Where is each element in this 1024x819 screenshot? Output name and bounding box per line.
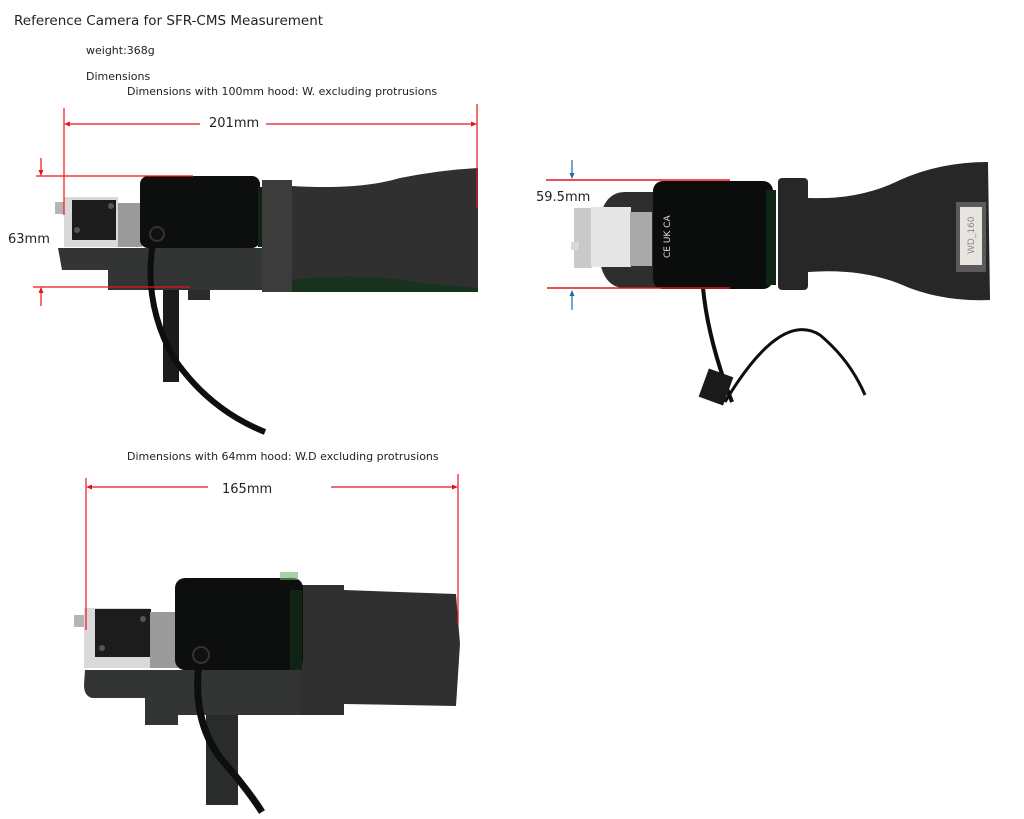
hood-label-text: WD_160 bbox=[967, 216, 977, 254]
camera-top-photo: CE UK CA WD_160 bbox=[546, 160, 990, 406]
caption-64mm-hood: Dimensions with 64mm hood: W.D excluding… bbox=[127, 450, 439, 463]
camera-side-photo-64mm bbox=[74, 474, 460, 814]
caption-100mm-hood: Dimensions with 100mm hood: W. excluding… bbox=[127, 85, 438, 98]
width-label-165mm: 165mm bbox=[218, 482, 277, 497]
figure-side-view-64mm-hood: 165mm bbox=[0, 460, 520, 819]
document-title: Reference Camera for SFR-CMS Measurement bbox=[14, 13, 324, 29]
figure-side-view-100mm-hood: 201mm 63mm bbox=[0, 0, 520, 440]
dimensions-heading: Dimensions bbox=[86, 70, 151, 83]
figure-top-view: CE UK CA WD_160 59.5mm bbox=[520, 140, 1024, 410]
height-label-59-5mm: 59.5mm bbox=[536, 190, 591, 205]
camera-side-photo-100mm bbox=[33, 104, 478, 435]
weight-text: weight:368g bbox=[86, 44, 155, 57]
ce-ukca-marking: CE UK CA bbox=[663, 215, 673, 258]
width-label-201mm: 201mm bbox=[205, 116, 264, 131]
height-label-63mm: 63mm bbox=[8, 232, 50, 247]
